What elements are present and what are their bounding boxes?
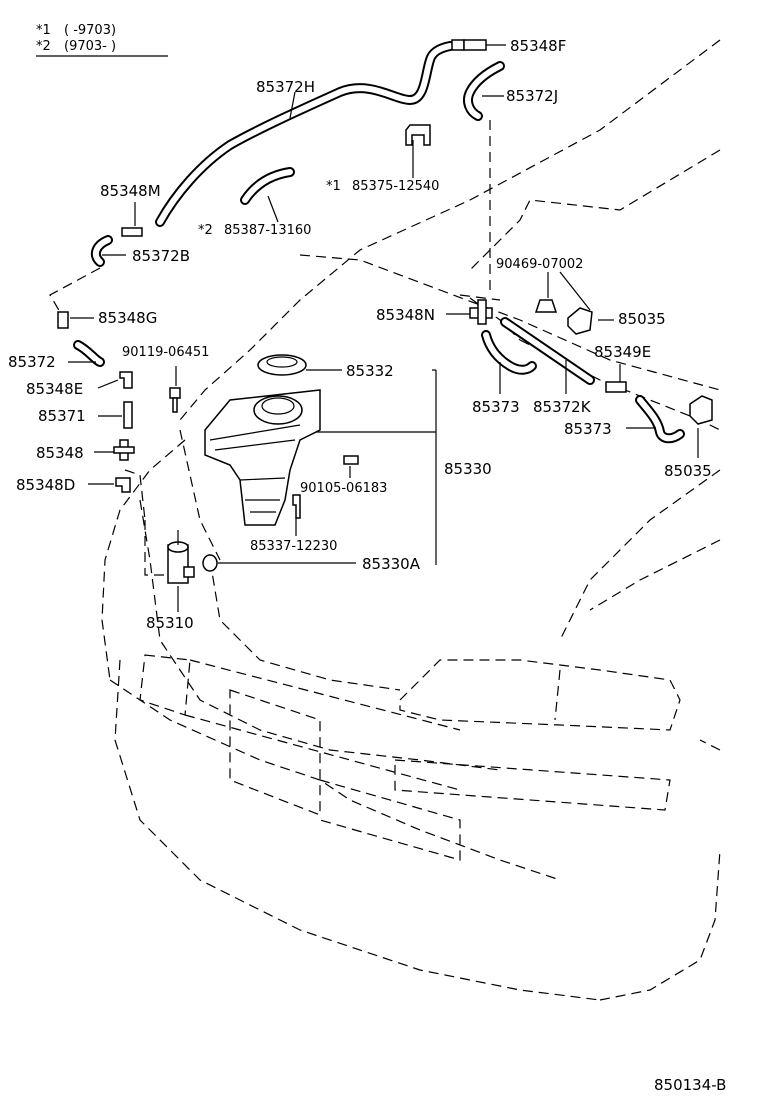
leader-dash-85372B (49, 267, 101, 313)
label-85348F: 85348F (510, 37, 566, 55)
tube-85371 (123, 401, 133, 429)
leader-dash-85348N (459, 294, 501, 301)
label-85372: 85372 (8, 353, 56, 371)
pump-85310 (167, 541, 195, 584)
legend-mark-2: *2 (36, 39, 51, 54)
legend-mark-1: *1 (36, 23, 51, 38)
car-body-outline (101, 39, 721, 1001)
label-85348: 85348 (36, 444, 84, 462)
label-85348D: 85348D (16, 476, 75, 494)
label-85373-left: 85373 (472, 398, 520, 416)
bracket-85337 (292, 494, 301, 519)
connector-85348F (451, 39, 487, 51)
cap-85332 (257, 354, 307, 376)
label-90119: 90119-06451 (122, 345, 209, 360)
label-85035-lower: 85035 (664, 462, 712, 480)
label-85373-right: 85373 (564, 420, 612, 438)
bracket-85375 (405, 124, 431, 146)
label-85310: 85310 (146, 614, 194, 632)
nozzle-85035-lower (689, 395, 713, 425)
connector-85348M (121, 227, 143, 237)
label-85375: 85375-12540 (352, 179, 439, 194)
hose-85373-left (481, 330, 537, 375)
hose-85387 (240, 167, 295, 205)
clip-90469 (534, 299, 558, 313)
label-85330A: 85330A (362, 555, 421, 573)
label-85035-upper: 85035 (618, 310, 666, 328)
label-note-1: *1 (326, 179, 341, 194)
label-85372J: 85372J (506, 87, 558, 105)
hose-85372K (500, 317, 595, 385)
elbow-85348D (115, 477, 131, 493)
elbow-85348E (119, 371, 133, 389)
label-85337: 85337-12230 (250, 539, 337, 554)
nozzle-85035-upper (567, 307, 593, 335)
label-85387: 85387-13160 (224, 223, 311, 238)
hose-85372H (155, 41, 455, 227)
connector-85348G (57, 311, 69, 329)
label-85330: 85330 (444, 460, 492, 478)
hose-85372B (90, 235, 113, 267)
diagram-reference-code: 850134-B (654, 1076, 726, 1094)
leader-lines (68, 44, 699, 612)
label-85348M: 85348M (100, 182, 161, 200)
hose-85373-right (635, 395, 685, 444)
connector-85349E (605, 381, 627, 393)
label-90105: 90105-06183 (300, 481, 387, 496)
tee-85348 (113, 439, 135, 461)
bolt-90105 (343, 455, 359, 465)
label-85332: 85332 (346, 362, 394, 380)
label-85348N: 85348N (376, 306, 435, 324)
hose-85372J (463, 61, 505, 121)
grommet-85330A (202, 554, 218, 572)
label-85348G: 85348G (98, 309, 157, 327)
legend-range-2: (9703- ) (64, 39, 116, 54)
label-85372B: 85372B (132, 247, 190, 265)
label-85348E: 85348E (26, 380, 83, 398)
label-note-2: *2 (198, 223, 213, 238)
bolt-90119 (169, 387, 181, 413)
part-labels: 85348F 85372H 85372J *1 85375-12540 8534… (8, 37, 712, 632)
label-85349E: 85349E (594, 343, 651, 361)
hose-85372 (73, 340, 105, 367)
washer-tank (204, 389, 321, 526)
label-85372H: 85372H (256, 78, 315, 96)
legend: *1 ( -9703) *2 (9703- ) (36, 23, 168, 57)
label-85371: 85371 (38, 407, 86, 425)
connector-85348N (469, 299, 493, 325)
label-85372K: 85372K (533, 398, 592, 416)
legend-range-1: ( -9703) (64, 23, 116, 38)
label-90469: 90469-07002 (496, 257, 583, 272)
